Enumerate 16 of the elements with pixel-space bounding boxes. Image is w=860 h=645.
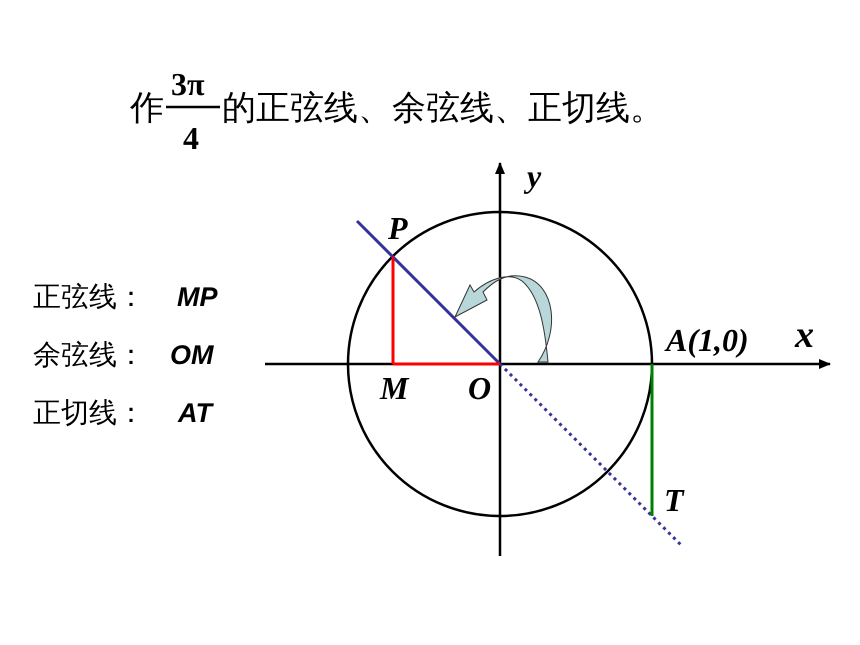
point-label: P — [388, 212, 408, 244]
heading-text: 作 — [130, 92, 164, 126]
segment-name: OM — [170, 342, 214, 369]
segment-name: AT — [178, 400, 212, 427]
term-name: 正弦线： — [33, 284, 145, 312]
heading-text: 的正弦线、余弦线、正切线。 — [222, 92, 664, 126]
point-label: O — [468, 372, 492, 404]
axis-label: x — [795, 316, 814, 354]
segment-name: MP — [177, 284, 218, 311]
point-label: T — [664, 484, 684, 516]
term-name: 正切线： — [33, 400, 145, 428]
denominator: 4 — [183, 122, 199, 154]
point-label: M — [380, 372, 408, 404]
term-name: 余弦线： — [33, 342, 145, 370]
point-label: A(1,0) — [666, 324, 749, 356]
numerator: 3π — [171, 68, 205, 100]
